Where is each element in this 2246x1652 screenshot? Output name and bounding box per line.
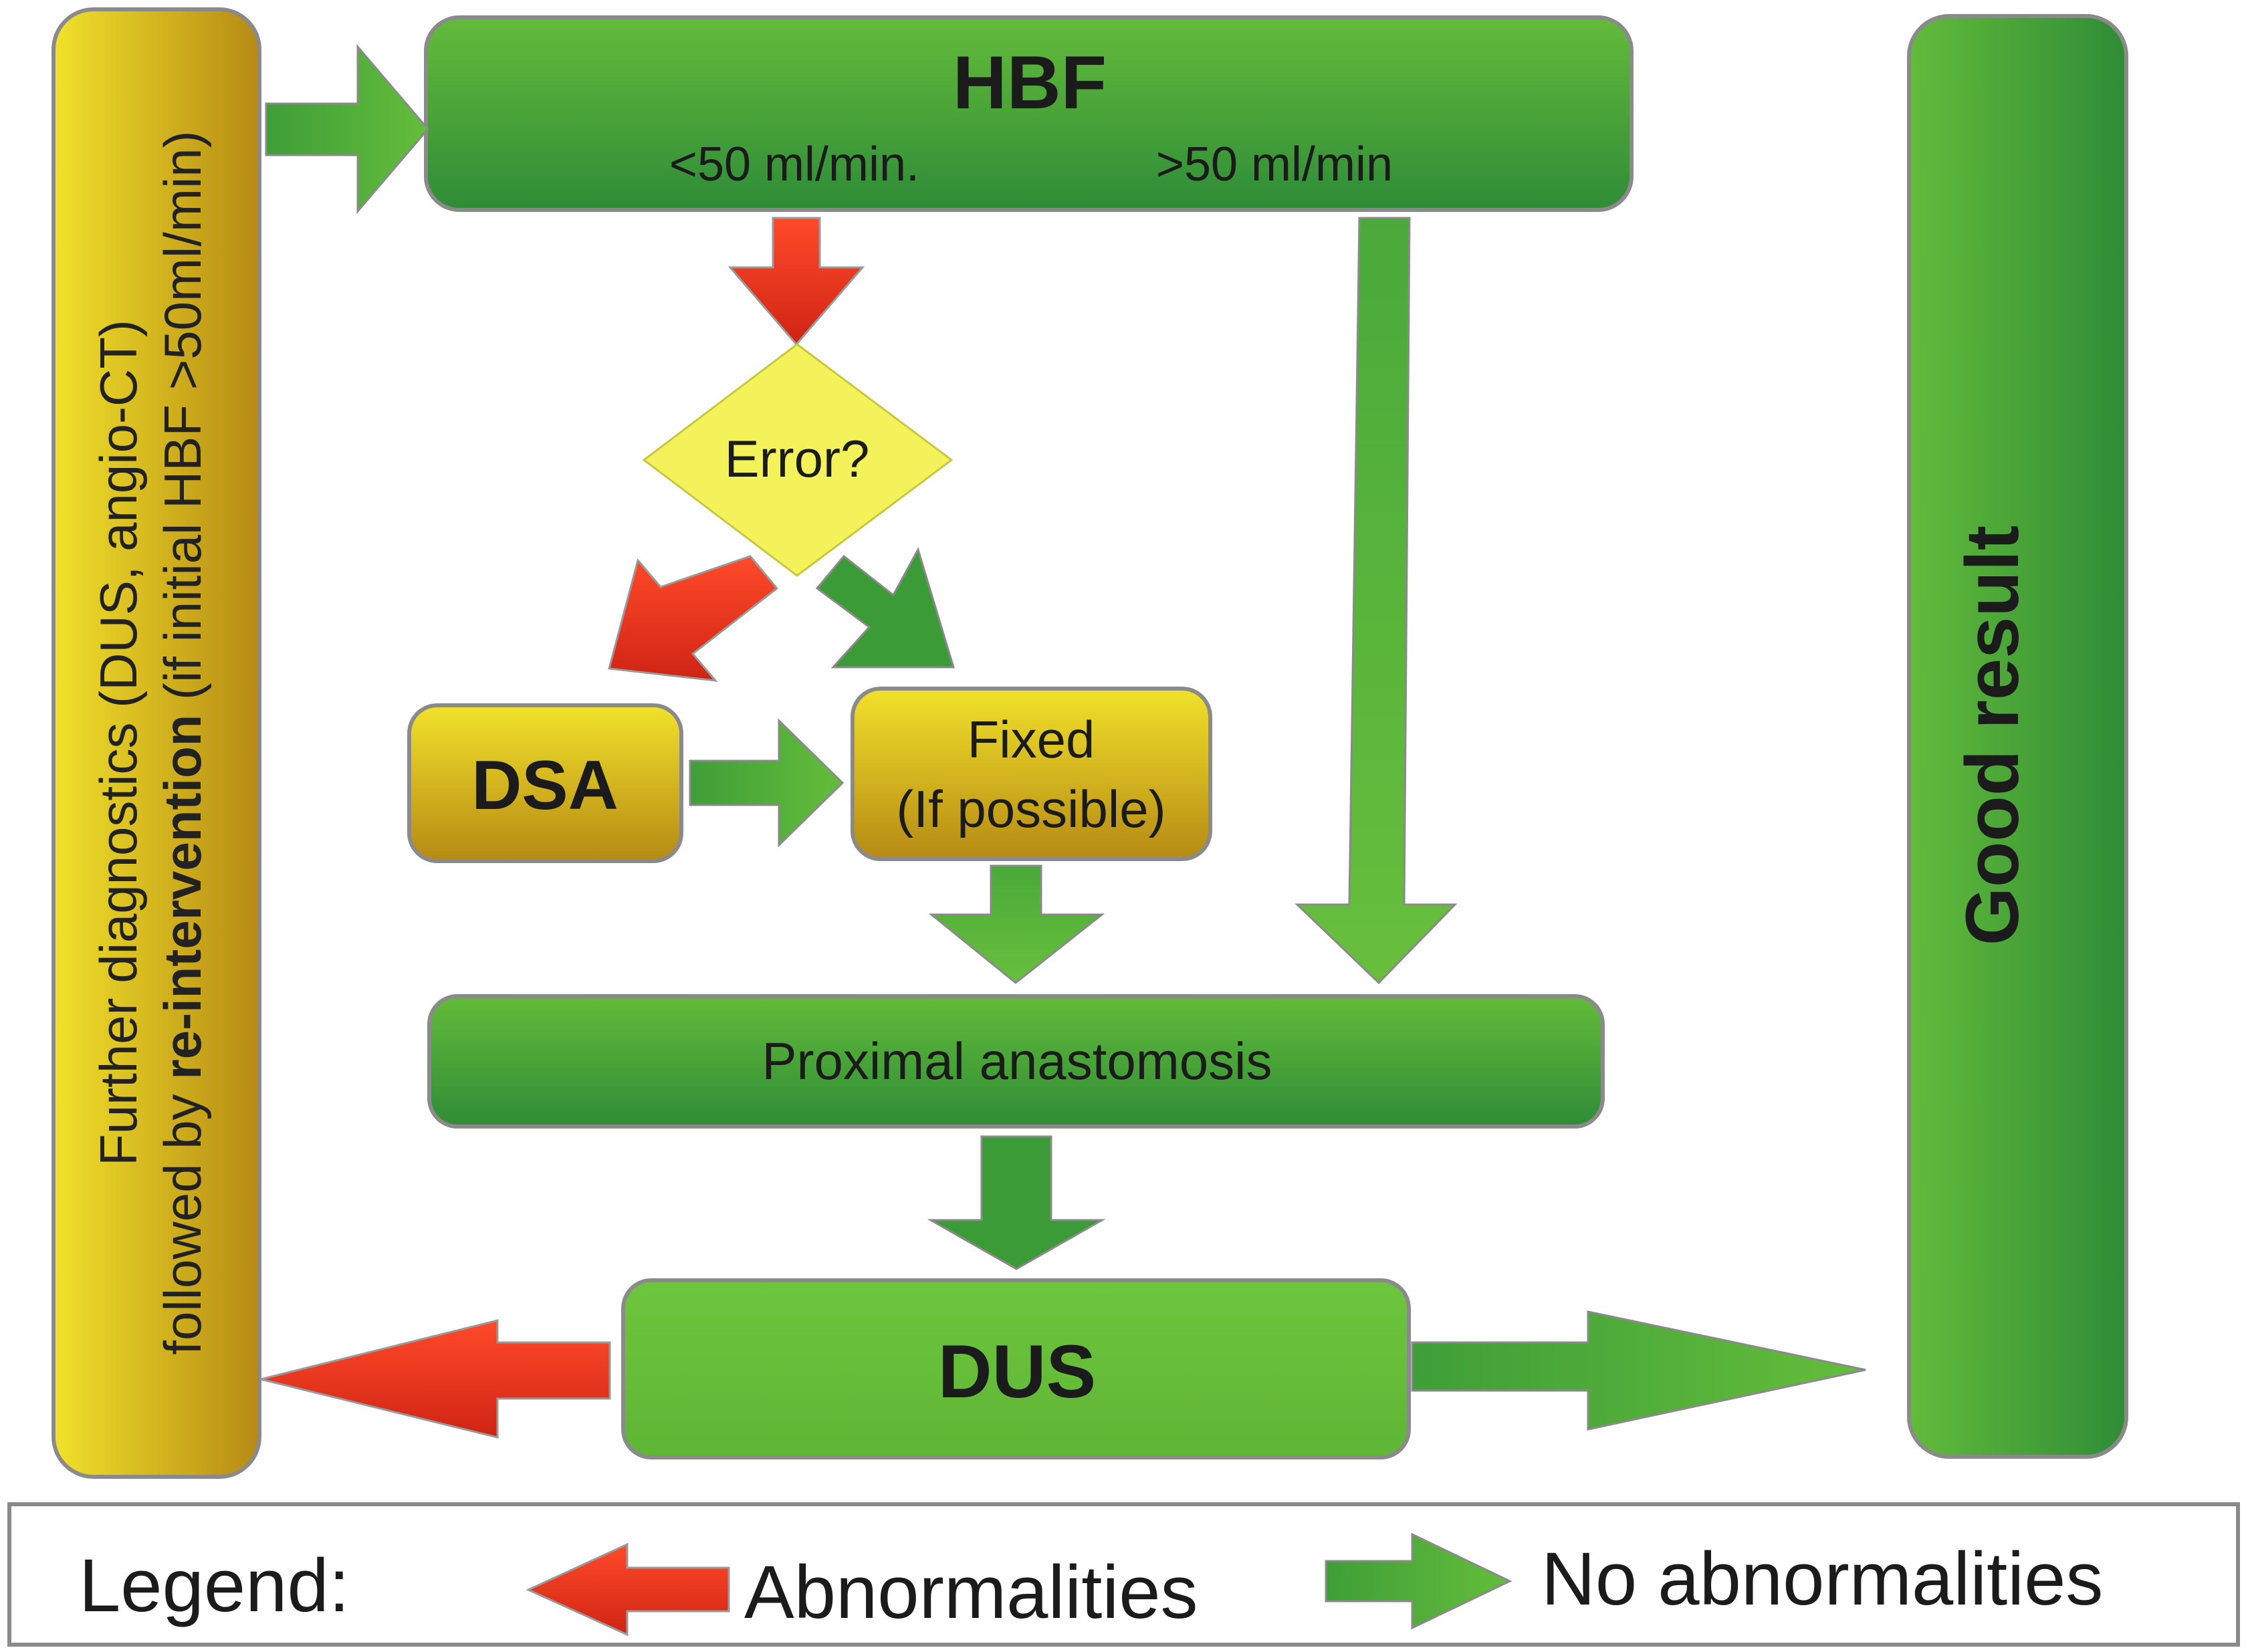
- further-diagnostics-panel: Further diagnostics (DUS, angio-CT) foll…: [51, 7, 261, 1479]
- arrow-hbf-to-proximal: [1295, 217, 1458, 985]
- dsa-box: DSA: [407, 703, 683, 863]
- hbf-box: HBF <50 ml/min. >50 ml/min: [424, 15, 1634, 212]
- proximal-label: Proximal anastomosis: [762, 1032, 1272, 1090]
- arrow-dsa-to-fixed: [689, 718, 845, 848]
- legend-label: Legend:: [79, 1544, 350, 1627]
- legend-normal-label: No abnormalities: [1541, 1537, 2103, 1621]
- fixed-line2: (If possible): [896, 780, 1165, 838]
- good-result-label: Good result: [1950, 525, 2034, 945]
- legend: Legend: Abnormalities No abnormalities: [7, 1502, 2240, 1647]
- arrow-proximal-to-dus: [927, 1135, 1106, 1270]
- dus-box: DUS: [621, 1278, 1411, 1459]
- arrow-hbf-to-error: [727, 217, 865, 346]
- arrow-fixed-to-proximal: [928, 864, 1105, 984]
- svg-text:followed by re-intervention (i: followed by re-intervention (if initial …: [153, 130, 212, 1354]
- dsa-label: DSA: [471, 747, 619, 824]
- dus-label: DUS: [938, 1330, 1096, 1413]
- fixed-line1: Fixed: [968, 710, 1095, 769]
- arrow-error-to-dsa: [608, 555, 779, 682]
- hbf-branch-low: <50 ml/min.: [669, 138, 919, 191]
- side-panel-line1: Further diagnostics (DUS, angio-CT): [89, 320, 148, 1166]
- side-panel-line2-bold: re-intervention: [153, 715, 212, 1080]
- error-decision: Error?: [642, 343, 953, 577]
- legend-abnormal-label: Abnormalities: [744, 1550, 1198, 1634]
- good-result-panel: Good result: [1907, 14, 2128, 1459]
- fixed-box: Fixed (If possible): [851, 687, 1212, 861]
- arrow-to-hbf: [265, 43, 429, 215]
- side-panel-line2-prefix: followed by: [153, 1080, 212, 1355]
- hbf-title: HBF: [953, 41, 1107, 124]
- legend-green-arrow: [1325, 1532, 1512, 1630]
- svg-text:Further diagnostics (DUS, angi: Further diagnostics (DUS, angio-CT): [89, 320, 148, 1166]
- arrow-error-to-fixed: [815, 547, 956, 669]
- proximal-anastomosis-box: Proximal anastomosis: [427, 994, 1605, 1129]
- error-label: Error?: [725, 429, 870, 488]
- legend-red-arrow: [526, 1542, 730, 1637]
- side-panel-line2-suffix: (if initial HBF >50ml/min): [153, 130, 212, 714]
- hbf-branch-high: >50 ml/min: [1156, 138, 1393, 191]
- arrow-dus-to-good-result: [1411, 1310, 1866, 1431]
- arrow-dus-to-diagnostics: [260, 1319, 611, 1439]
